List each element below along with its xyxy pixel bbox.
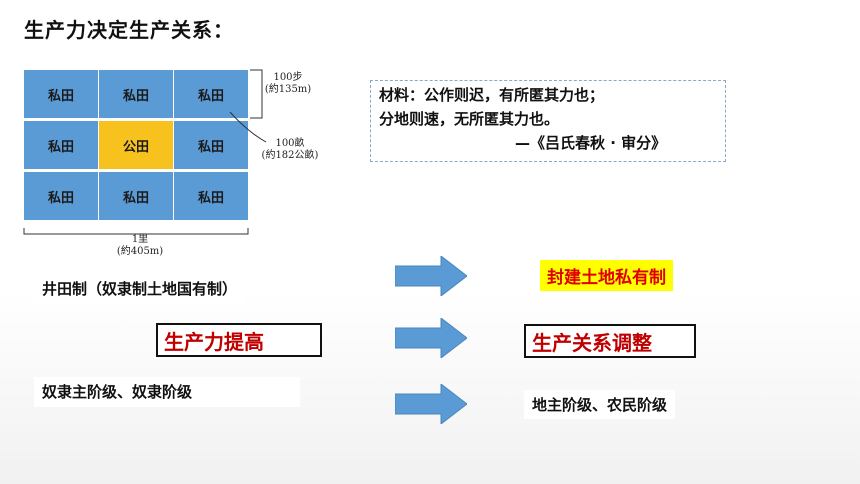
dimension-lines	[23, 69, 267, 235]
page-title: 生产力决定生产关系：	[24, 18, 234, 42]
feudal-land-ownership-label: 封建土地私有制	[540, 260, 673, 291]
private-field-plot: 私田	[24, 121, 98, 169]
slave-classes-label: 奴隶主阶级、奴隶阶级	[34, 377, 300, 407]
annotation-100-mu: 100畝 (約182公畝)	[256, 138, 324, 162]
source-line-1: 材料：公作则迟，有所匿其力也；	[379, 86, 605, 104]
annotation-text: 1里	[131, 234, 149, 245]
annotation-text: (約405m)	[116, 246, 164, 257]
right-arrow-icon	[395, 318, 467, 358]
annotation-100-steps: 100步 (約135m)	[258, 72, 318, 96]
annotation-text: (約135m)	[264, 84, 312, 95]
private-field-plot: 私田	[99, 172, 173, 220]
annotation-1-li: 1里 (約405m)	[100, 234, 180, 258]
private-field-plot: 私田	[24, 172, 98, 220]
private-field-plot: 私田	[174, 172, 248, 220]
source-line-2: 分地则速，无所匿其力也。	[379, 110, 560, 128]
relations-adjustment-label: 生产关系调整	[524, 324, 696, 358]
annotation-text: 100步	[273, 72, 303, 83]
well-field-diagram: 私田 私田 私田 私田 公田 私田 私田 私田 私田 100步 (約135m) …	[18, 62, 324, 258]
annotation-text: (約182公畝)	[261, 150, 319, 161]
right-arrow-icon	[395, 384, 467, 424]
private-field-plot: 私田	[24, 70, 98, 118]
private-field-plot: 私田	[174, 121, 248, 169]
well-field-system-label: 井田制（奴隶制土地国有制）	[34, 274, 246, 303]
landlord-peasant-classes-label: 地主阶级、农民阶级	[524, 390, 676, 419]
private-field-plot: 私田	[174, 70, 248, 118]
annotation-text: 100畝	[275, 138, 305, 149]
public-field-plot: 公田	[99, 121, 173, 169]
right-arrow-icon	[395, 256, 467, 296]
source-quote-box: 材料：公作则迟，有所匿其力也； 分地则速，无所匿其力也。 —《吕氏春秋 · 审分…	[370, 80, 726, 162]
private-field-plot: 私田	[99, 70, 173, 118]
productivity-increase-label: 生产力提高	[156, 323, 322, 357]
source-attribution: —《吕氏春秋 · 审分》	[515, 134, 667, 152]
